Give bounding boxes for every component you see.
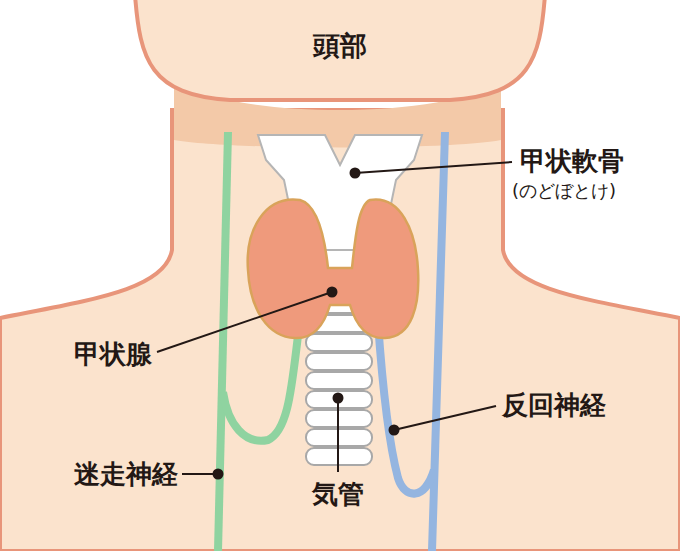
head-label: 頭部: [313, 31, 367, 61]
head: [135, 0, 545, 100]
leader-dot: [328, 288, 337, 297]
trachea-ring: [306, 334, 372, 351]
leader-line: [157, 292, 332, 352]
leader-line: [355, 162, 512, 173]
part-label: 迷走神経: [74, 460, 178, 489]
part-note: (のどぼとけ): [512, 181, 616, 201]
vagus-nerve-right: [432, 132, 445, 551]
trachea-ring: [306, 372, 372, 389]
part-label: 甲状腺: [74, 340, 152, 369]
recurrent-laryngeal-nerve: [378, 322, 434, 494]
part-label: 反回神経: [502, 391, 606, 420]
leader-dot: [351, 169, 360, 178]
trachea-ring: [306, 353, 372, 370]
leader-line: [337, 398, 339, 472]
leader-line: [394, 406, 496, 430]
thyroid-gland: [248, 200, 419, 339]
part-label: 気管: [312, 480, 364, 509]
leader-dot: [390, 426, 399, 435]
vagus-nerve: [218, 132, 228, 551]
leader-dot: [334, 394, 343, 403]
leader-lines: [157, 162, 512, 479]
leader-dot: [214, 470, 223, 479]
part-label: 甲状軟骨: [520, 147, 624, 176]
neck-shoulders: [0, 110, 680, 551]
